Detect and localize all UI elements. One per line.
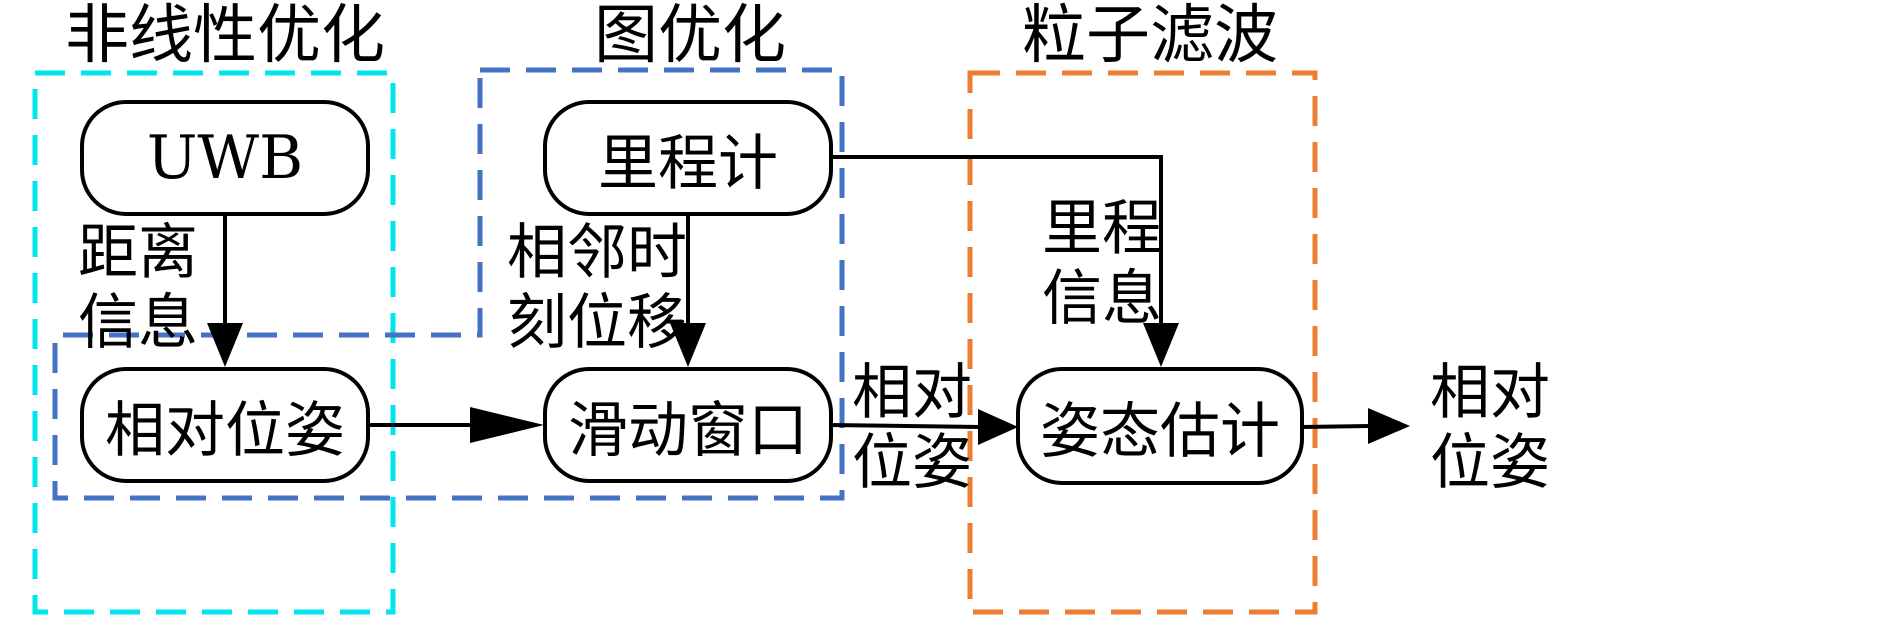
arrowhead-output — [1368, 408, 1410, 444]
label-distance-info: 距离 信息 — [78, 218, 198, 358]
label-relative-pose-mid-line2: 位姿 — [852, 428, 972, 498]
group-title-nonlinear: 非线性优化 — [65, 0, 385, 73]
label-adjacent-displacement-line2: 刻位移 — [507, 288, 687, 358]
label-odometry-info: 里程 信息 — [1042, 194, 1162, 334]
arrowhead-window-to-estimate — [978, 409, 1018, 445]
label-adjacent-displacement-line1: 相邻时 — [507, 218, 687, 288]
group-box-graph — [52, 67, 845, 501]
node-pose-estimation: 姿态估计 — [1016, 367, 1304, 485]
arrowhead-odometer — [670, 323, 706, 367]
edge-odometer-to-estimate — [830, 155, 1163, 325]
group-box-nonlinear — [32, 70, 396, 615]
label-relative-pose-mid-line1: 相对 — [852, 358, 972, 428]
label-relative-pose-mid: 相对 位姿 — [852, 358, 972, 498]
arrowhead-pose-to-window — [470, 407, 544, 443]
node-sliding-window: 滑动窗口 — [543, 367, 833, 483]
group-title-graph: 图优化 — [594, 0, 786, 73]
label-relative-pose-out-line2: 位姿 — [1430, 428, 1550, 498]
label-relative-pose-out: 相对 位姿 — [1430, 358, 1550, 498]
node-odometer: 里程计 — [543, 100, 833, 216]
arrowhead-odometry-info — [1143, 323, 1179, 367]
group-title-particle: 粒子滤波 — [1022, 0, 1278, 73]
label-relative-pose-out-line1: 相对 — [1430, 358, 1550, 428]
label-distance-info-line2: 信息 — [78, 288, 198, 358]
node-relative-pose: 相对位姿 — [80, 367, 370, 483]
label-distance-info-line1: 距离 — [78, 218, 198, 288]
arrowhead-uwb — [207, 323, 243, 367]
edge-window-to-estimate — [829, 423, 981, 429]
edge-estimate-output — [1301, 424, 1371, 429]
node-uwb: UWB — [80, 100, 370, 216]
label-adjacent-displacement: 相邻时 刻位移 — [507, 218, 687, 358]
label-odometry-info-line2: 信息 — [1042, 264, 1162, 334]
group-box-particle — [967, 70, 1318, 615]
label-odometry-info-line1: 里程 — [1042, 194, 1162, 264]
